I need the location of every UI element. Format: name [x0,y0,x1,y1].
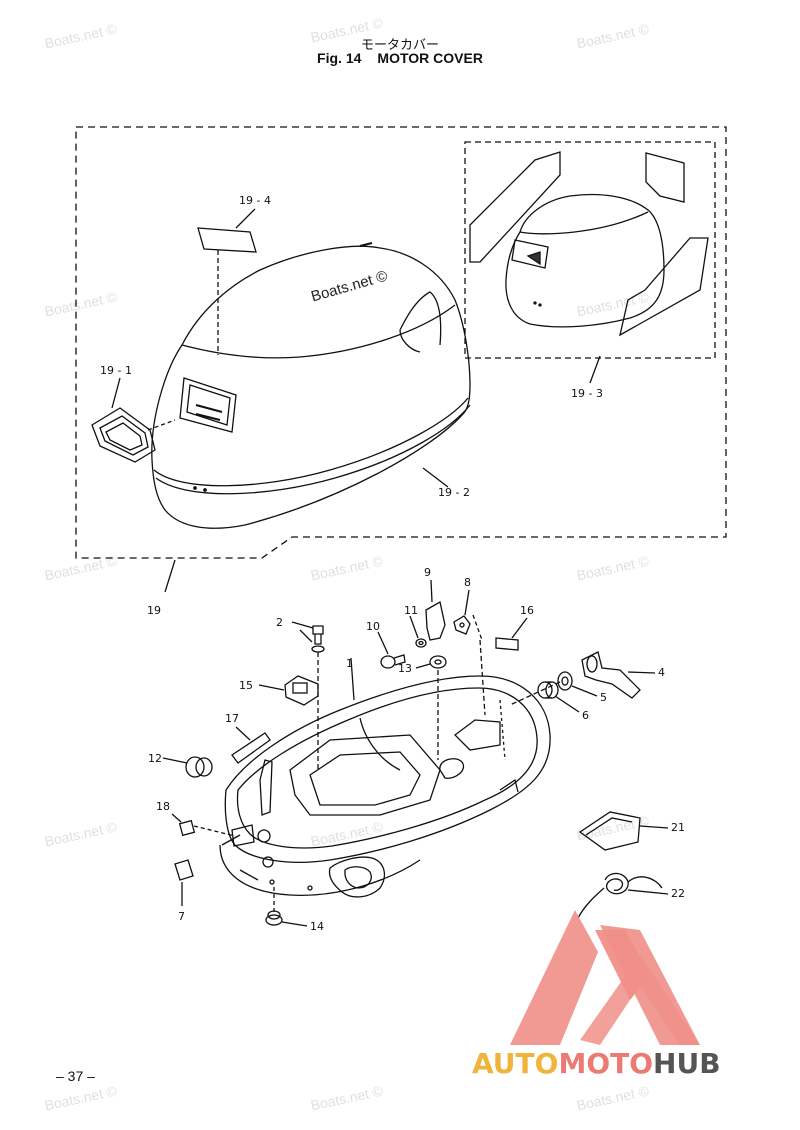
fig-name: MOTOR COVER [377,50,483,66]
brand-wordmark: AUTOMOTOHUB [472,1047,721,1080]
part-18-label [171,813,236,837]
callout-17: 17 [225,712,239,725]
label-19-4 [197,227,257,253]
part-8-plate [453,589,486,716]
fig-number: Fig. 14 [317,50,362,66]
part-16-label [495,617,528,651]
callout-15: 15 [239,679,253,692]
callout-22: 22 [671,887,685,900]
brand-part-hub: HUB [653,1047,721,1080]
callout-16: 16 [520,604,534,617]
callout-12: 12 [148,752,162,765]
callout-18: 18 [156,800,170,813]
part-10-screw [377,631,406,669]
part-7-bushing [174,859,194,906]
part-9-lever [425,579,446,641]
part-22-spring [577,872,669,919]
callout-21: 21 [671,821,685,834]
part-6-bushing [537,681,580,713]
callout-19: 19 [147,604,161,617]
callout-5: 5 [600,691,607,704]
callout-2: 2 [276,616,283,629]
page-number: – 37 – [56,1068,95,1084]
callout-14: 14 [310,920,324,933]
assembly-19-boundary [75,126,727,559]
part-13-nut [415,655,447,760]
callout-11: 11 [404,604,418,617]
part-4-lock-lever [581,651,656,699]
decal-set-19-3 [469,151,709,384]
brand-logo-mark [510,910,700,1045]
callout-8: 8 [464,576,471,589]
callout-13: 13 [398,662,412,675]
brand-part-auto: AUTO [472,1047,559,1080]
callout-7: 7 [178,910,185,923]
part-21-pad [578,811,669,851]
callout-10: 10 [366,620,380,633]
bottom-cowl-shape [219,675,551,898]
callout-19-2: 19 - 2 [438,486,470,499]
callout-19-1: 19 - 1 [100,364,132,377]
callout-1: 1 [346,657,353,670]
callout-19-3: 19 - 3 [571,387,603,400]
part-17-strip [231,726,271,764]
callout-9: 9 [424,566,431,579]
title-japanese: モータカバー [360,38,439,53]
part-1-leader [350,657,355,701]
part-2-screw [291,621,325,770]
seal-19-1 [91,377,176,463]
callout-4: 4 [658,666,665,679]
callout-6: 6 [582,709,589,722]
figure-title: Fig. 14 MOTOR COVER [0,50,800,66]
top-cowl-shape [151,242,471,529]
part-14-grommet [265,885,308,927]
part-12-grommet [162,756,213,778]
part-15-grommet [258,675,319,706]
brand-part-moto: MOTO [558,1047,654,1080]
part-11-washer [409,615,427,648]
callout-19-4: 19 - 4 [239,194,271,207]
assembly-19-3-boundary [464,141,716,359]
